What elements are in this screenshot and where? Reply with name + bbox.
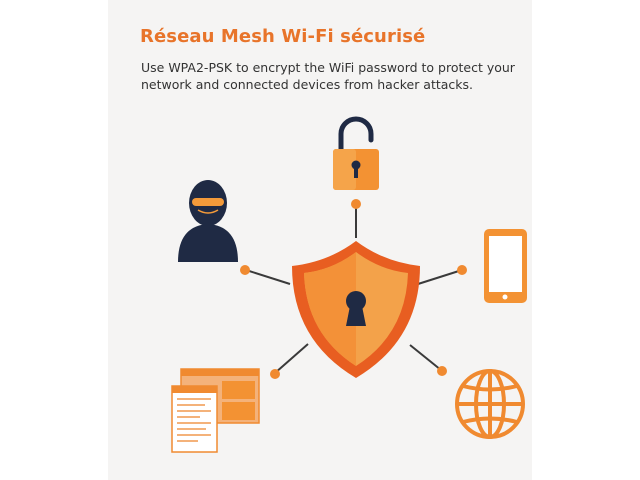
globe-icon bbox=[455, 369, 525, 439]
page-description: Use WPA2-PSK to encrypt the WiFi passwor… bbox=[141, 60, 515, 92]
shield-keyhole-icon bbox=[292, 241, 420, 378]
smartphone-icon bbox=[484, 229, 527, 303]
connector-dots bbox=[240, 199, 467, 379]
connector-lines bbox=[245, 206, 463, 374]
browser-windows-icon bbox=[171, 368, 260, 453]
page-title: Réseau Mesh Wi-Fi sécurisé bbox=[140, 26, 426, 47]
hacker-icon bbox=[178, 180, 238, 262]
padlock-icon bbox=[333, 116, 379, 190]
